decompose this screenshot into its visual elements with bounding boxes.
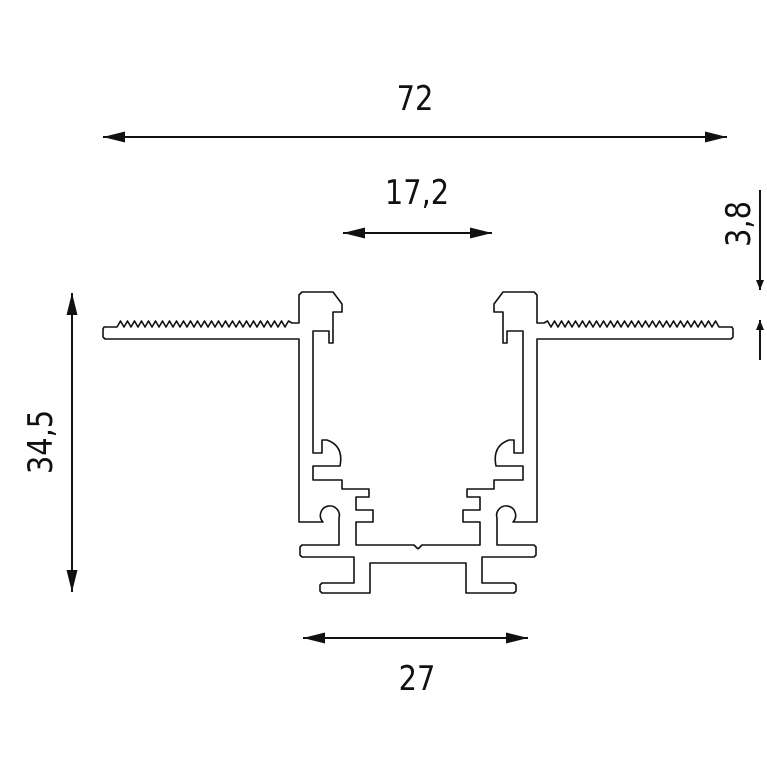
- dimension-label-height: 34,5: [22, 410, 61, 474]
- dimension-label-flange-offset: 3,8: [720, 201, 759, 247]
- dimension-label-overall-width: 72: [397, 80, 434, 119]
- profile-left-half: [102, 291, 419, 594]
- profile-right-half: [417, 291, 734, 594]
- dimension-label-opening-width: 17,2: [385, 174, 449, 213]
- dimension-label-base-width: 27: [399, 660, 436, 699]
- aluminium-profile-section: [102, 291, 734, 594]
